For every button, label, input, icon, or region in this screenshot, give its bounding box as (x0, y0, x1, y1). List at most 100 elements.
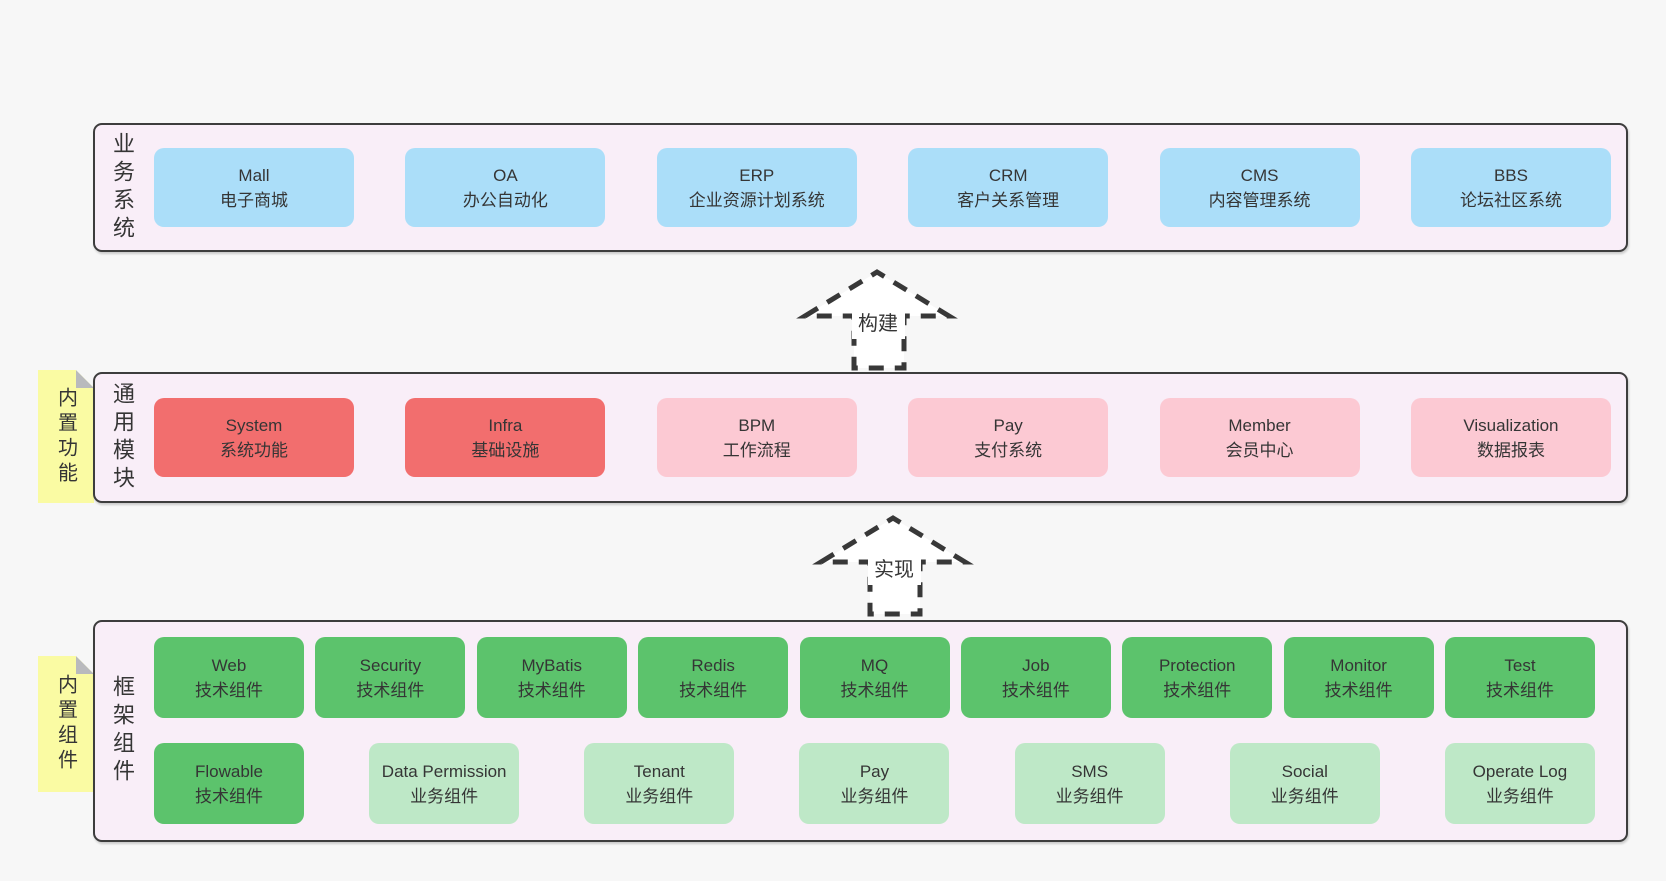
box-subtitle: 会员中心 (1225, 440, 1294, 460)
panel-common-modules: 通用模块 System 系统功能 Infra 基础设施 BPM 工作流程 Pay… (93, 372, 1628, 503)
box-erp: ERP 企业资源计划系统 (656, 148, 857, 227)
arrow-label-background (852, 309, 905, 339)
box-oa: OA 办公自动化 (405, 148, 606, 227)
box-subtitle: 技术组件 (1163, 680, 1232, 700)
box-title: OA (493, 165, 518, 185)
box-bbs: BBS 论坛社区系统 (1410, 148, 1611, 227)
box-infra: Infra 基础设施 (405, 398, 606, 477)
box-title: Infra (488, 415, 523, 435)
box-subtitle: 业务组件 (1485, 786, 1554, 806)
build-arrow: 构建 (796, 269, 958, 371)
box-sms: SMS 业务组件 (1014, 743, 1165, 824)
box-subtitle: 业务组件 (1055, 786, 1124, 806)
box-tenant: Tenant 业务组件 (584, 743, 735, 824)
box-monitor: Monitor 技术组件 (1283, 637, 1434, 718)
box-title: Mall (238, 165, 270, 185)
box-cms: CMS 内容管理系统 (1159, 148, 1360, 227)
box-bpm: BPM 工作流程 (656, 398, 857, 477)
box-title: ERP (739, 165, 775, 185)
box-title: System (225, 415, 283, 435)
folded-corner-icon (76, 370, 94, 388)
box-flowable: Flowable 技术组件 (154, 743, 304, 824)
box-mybatis: MyBatis 技术组件 (476, 637, 627, 718)
box-subtitle: 技术组件 (1486, 680, 1554, 700)
sticky-label-builtin-functions: 内置功能 (54, 386, 77, 487)
folded-corner-icon (76, 656, 94, 674)
box-title: MQ (860, 655, 889, 675)
box-title: Job (1022, 655, 1050, 675)
box-title: Security (359, 655, 422, 675)
framework-components-grid: Web 技术组件 Security 技术组件 MyBatis 技术组件 Redi… (154, 637, 1595, 824)
box-title: Pay (859, 761, 890, 781)
box-title: Social (1281, 761, 1328, 781)
box-subtitle: 业务组件 (625, 786, 694, 806)
panel-label-business-systems: 业务系统 (110, 131, 135, 244)
panel-label-framework-components: 框架组件 (110, 675, 135, 787)
implement-arrow-label: 实现 (874, 558, 914, 581)
box-subtitle: 技术组件 (1324, 680, 1393, 700)
box-subtitle: 支付系统 (974, 440, 1043, 460)
box-job: Job 技术组件 (960, 637, 1111, 718)
box-crm: CRM 客户关系管理 (908, 148, 1109, 227)
box-subtitle: 基础设施 (471, 440, 540, 460)
box-title: Web (211, 655, 247, 675)
box-title: Flowable (194, 761, 264, 781)
box-operate-log: Operate Log 业务组件 (1444, 743, 1595, 824)
box-subtitle: 系统功能 (220, 440, 288, 460)
common-modules-row: System 系统功能 Infra 基础设施 BPM 工作流程 Pay 支付系统… (154, 374, 1611, 501)
box-subtitle: 业务组件 (1270, 786, 1339, 806)
box-subtitle: 技术组件 (840, 680, 909, 700)
box-web: Web 技术组件 (154, 637, 304, 718)
box-data-permission: Data Permission 业务组件 (369, 743, 520, 824)
box-social: Social 业务组件 (1229, 743, 1380, 824)
sticky-label-builtin-components: 内置组件 (54, 674, 77, 774)
box-title: CRM (988, 165, 1028, 185)
panel-label-common-modules: 通用模块 (110, 381, 135, 494)
box-title: Test (1504, 655, 1536, 675)
arrow-label-background (868, 555, 921, 585)
box-subtitle: 业务组件 (410, 786, 479, 806)
panel-business-systems: 业务系统 Mall 电子商城 OA 办公自动化 ERP 企业资源计划系统 CRM… (93, 123, 1628, 252)
box-test: Test 技术组件 (1445, 637, 1595, 718)
build-arrow-label: 构建 (858, 312, 898, 335)
box-subtitle: 技术组件 (195, 680, 263, 700)
box-system: System 系统功能 (154, 398, 354, 477)
box-title: Protection (1158, 655, 1236, 675)
box-title: Pay (993, 415, 1023, 435)
box-visualization: Visualization 数据报表 (1410, 398, 1611, 477)
box-subtitle: 办公自动化 (462, 190, 548, 210)
implement-arrow: 实现 (812, 515, 974, 617)
box-title: CMS (1240, 165, 1279, 185)
box-title: Operate Log (1472, 761, 1568, 781)
box-member: Member 会员中心 (1159, 398, 1360, 477)
box-subtitle: 客户关系管理 (957, 190, 1060, 210)
business-systems-row: Mall 电子商城 OA 办公自动化 ERP 企业资源计划系统 CRM 客户关系… (154, 125, 1611, 250)
box-subtitle: 业务组件 (840, 786, 909, 806)
box-title: Visualization (1463, 415, 1559, 435)
box-subtitle: 内容管理系统 (1208, 190, 1311, 210)
box-subtitle: 企业资源计划系统 (688, 190, 825, 210)
box-subtitle: 电子商城 (220, 190, 288, 210)
box-subtitle: 论坛社区系统 (1459, 190, 1562, 210)
box-title: BBS (1493, 165, 1528, 185)
box-title: Data Permission (381, 761, 507, 781)
box-subtitle: 技术组件 (1001, 680, 1070, 700)
box-mall: Mall 电子商城 (154, 148, 354, 227)
box-mq: MQ 技术组件 (799, 637, 950, 718)
box-title: Monitor (1330, 655, 1387, 675)
sticky-note-builtin-components: 内置组件 (38, 656, 94, 792)
panel-framework-components: 框架组件 Web 技术组件 Security 技术组件 MyBatis 技术组件… (93, 620, 1628, 842)
box-pay-system: Pay 支付系统 (908, 398, 1109, 477)
box-subtitle: 技术组件 (679, 680, 748, 700)
box-title: Member (1228, 415, 1291, 435)
box-title: MyBatis (521, 655, 582, 675)
box-title: Redis (691, 655, 735, 675)
box-subtitle: 工作流程 (722, 440, 791, 460)
box-subtitle: 数据报表 (1476, 440, 1545, 460)
box-redis: Redis 技术组件 (638, 637, 789, 718)
box-title: SMS (1071, 761, 1109, 781)
box-security: Security 技术组件 (315, 637, 466, 718)
box-title: BPM (738, 415, 776, 435)
box-title: Tenant (633, 761, 685, 781)
